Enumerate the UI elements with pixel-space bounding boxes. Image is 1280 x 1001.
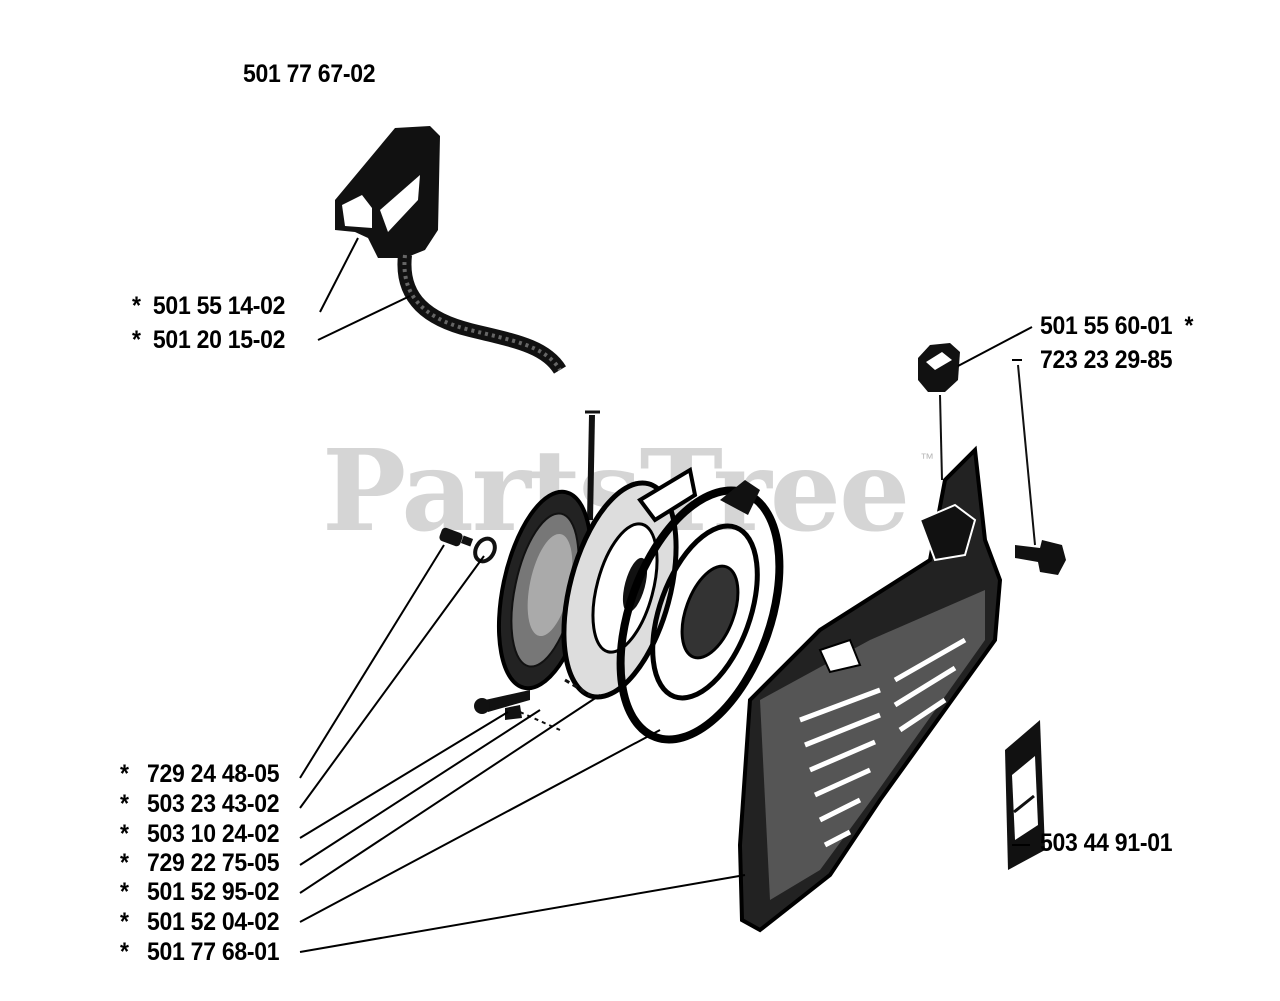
part-number: 501 52 95-02 (147, 878, 280, 906)
rope-drawing (585, 410, 600, 521)
part-star: * (120, 938, 129, 966)
part-star: * (132, 326, 141, 354)
part-label-rope: * 501 20 15-02 (132, 326, 285, 354)
part-star: * (1184, 312, 1194, 340)
part-label-nut: 501 55 60-01 * (1040, 312, 1193, 340)
part-number: 723 23 29-85 (1040, 346, 1173, 374)
part-star: * (120, 820, 129, 848)
part-number: 501 20 15-02 (152, 326, 286, 354)
part-number: 501 52 04-02 (147, 908, 280, 936)
part-label-pulley: * 501 52 95-02 (120, 878, 280, 906)
nut-drawing (918, 343, 960, 481)
part-number: 501 55 14-02 (152, 292, 286, 320)
part-label-decal: 503 44 91-01 (1040, 829, 1173, 857)
decal-drawing (1005, 720, 1045, 870)
part-star: * (132, 292, 141, 320)
part-label-bolt: 723 23 29-85 (1040, 346, 1173, 374)
starter-cover-drawing (737, 445, 1003, 933)
part-label-pawl: * 501 52 04-02 (120, 908, 280, 936)
screw-washer-drawing (439, 527, 497, 564)
part-star: * (120, 908, 129, 936)
part-number: 503 23 43-02 (147, 790, 280, 818)
part-number: 503 44 91-01 (1040, 829, 1173, 857)
assembly-part-number: 501 77 67-02 (243, 60, 376, 88)
part-number: 729 24 48-05 (147, 760, 280, 788)
part-star: * (120, 790, 129, 818)
part-label-washer: * 503 23 43-02 (120, 790, 280, 818)
part-number: 503 10 24-02 (147, 820, 280, 848)
part-star: * (120, 760, 129, 788)
part-label-spring: * 503 10 24-02 (120, 820, 280, 848)
pulley-drawing (561, 466, 698, 700)
part-star: * (120, 878, 129, 906)
part-star: * (120, 849, 129, 877)
part-label-cover: * 501 77 68-01 (120, 938, 280, 966)
part-label-screw: * 729 24 48-05 (120, 760, 280, 788)
part-number: 729 22 75-05 (147, 849, 280, 877)
watermark-trademark: ™ (920, 450, 934, 466)
part-number: 501 55 60-01 (1040, 312, 1173, 340)
leader-lines (299, 237, 1033, 953)
starter-pawl-drawing (505, 480, 784, 744)
part-label-pin: * 729 22 75-05 (120, 849, 280, 877)
bolt-drawing (1015, 364, 1066, 575)
starter-handle-drawing (335, 126, 566, 375)
part-number: 501 77 68-01 (147, 938, 280, 966)
part-label-handle: * 501 55 14-02 (132, 292, 285, 320)
